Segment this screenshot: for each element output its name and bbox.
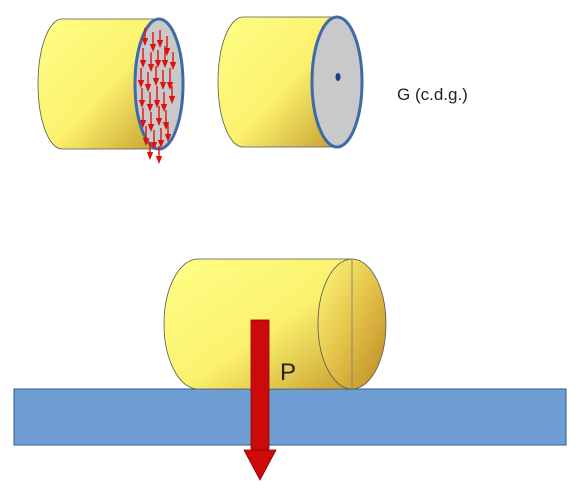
weight-arrow-icon <box>141 28 149 46</box>
cylinder-center-of-gravity <box>217 15 364 149</box>
weight-arrow-icon <box>152 66 160 86</box>
ground-surface <box>13 388 567 446</box>
weight-arrow-icon <box>142 126 150 146</box>
weight-arrow-icon <box>139 48 147 68</box>
weight-arrow-icon <box>154 50 162 68</box>
cylinder-body <box>217 16 338 148</box>
weight-arrow-icon <box>147 52 155 72</box>
arrow-head <box>243 449 277 481</box>
center-of-gravity-dot <box>335 73 341 81</box>
weight-arrow-icon <box>157 128 165 148</box>
weight-arrow-icon <box>164 124 172 142</box>
weight-arrow-icon <box>146 142 154 160</box>
center-of-gravity-label: G (c.d.g.) <box>397 85 468 104</box>
weight-arrow-icon <box>155 146 163 164</box>
weight-arrow-icon <box>168 86 176 104</box>
weight-force-arrow <box>243 319 277 481</box>
cylinder-end-face <box>310 15 364 149</box>
cylinder-distributed-weight <box>37 17 185 164</box>
weight-arrow-icon <box>144 72 152 92</box>
weight-arrow-icon <box>166 68 174 90</box>
weight-arrow-icon <box>137 68 145 88</box>
arrow-shaft <box>250 319 270 451</box>
distributed-weight-arrows <box>137 28 177 164</box>
weight-arrow-icon <box>161 46 169 68</box>
weight-arrow-icon <box>139 108 147 128</box>
weight-arrow-icon <box>138 88 146 108</box>
weight-arrow-icon <box>159 70 167 90</box>
cylinder-resting <box>163 258 387 390</box>
weight-arrow-icon <box>155 106 163 126</box>
weight-arrow-icon <box>160 92 168 112</box>
weight-arrow-icon <box>153 86 161 108</box>
weight-arrow-icon <box>146 92 154 112</box>
cylinder-body <box>37 18 160 150</box>
weight-force-label: P <box>280 359 296 386</box>
weight-arrow-icon <box>149 32 157 52</box>
weight-arrow-icon <box>147 112 155 132</box>
weight-arrow-icon <box>156 30 164 48</box>
weight-arrow-icon <box>169 52 177 70</box>
weight-arrow-icon <box>150 130 158 150</box>
